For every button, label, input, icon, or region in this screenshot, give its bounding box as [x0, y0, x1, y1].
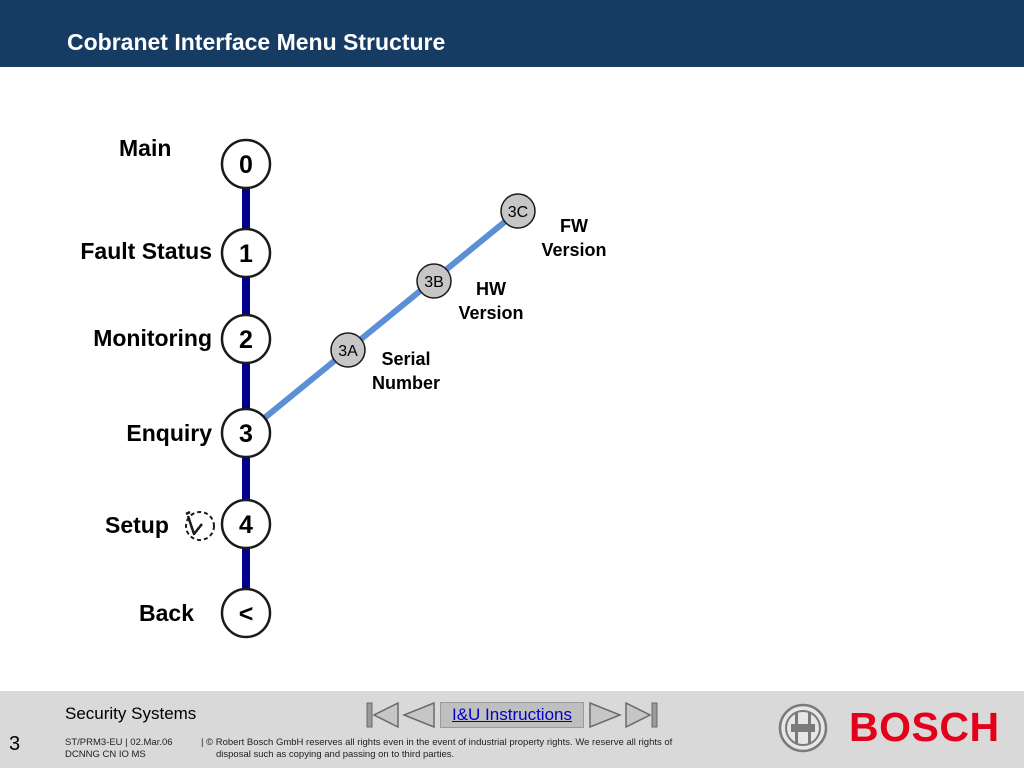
submenu-label-3a-line2: Number [371, 373, 440, 393]
menu-node-2[interactable]: 2 [220, 313, 272, 365]
submenu-node-3b[interactable]: 3B [416, 263, 452, 299]
submenu-label-fw-version: FW Version [533, 214, 615, 262]
footer-bar: Security Systems 3 I&U Instructions ST/P… [0, 691, 1024, 768]
footer-copyright-line2: disposal such as copying and passing on … [216, 749, 455, 760]
previous-slide-icon[interactable] [402, 702, 436, 728]
page-title: Cobranet Interface Menu Structure [67, 29, 446, 55]
page-number: 3 [9, 733, 21, 755]
menu-node-3[interactable]: 3 [220, 407, 272, 459]
bosch-logo: BOSCH [849, 704, 1000, 750]
submenu-node-3a[interactable]: 3A [330, 332, 366, 368]
footer-copyright-line1: | © Robert Bosch GmbH reserves all right… [201, 737, 673, 748]
submenu-node-3c-key: 3C [508, 204, 528, 221]
submenu-label-serial-number: Serial Number [364, 347, 448, 395]
next-slide-icon[interactable] [588, 702, 622, 728]
bosch-emblem-icon [778, 703, 828, 753]
menu-node-0[interactable]: 0 [220, 138, 272, 190]
menu-label-back: Back [139, 600, 194, 626]
menu-node-4-key: 4 [239, 511, 253, 539]
footer-doc-id: ST/PRM3-EU [65, 737, 123, 748]
menu-node-4[interactable]: 4 [220, 498, 272, 550]
last-slide-icon[interactable] [624, 702, 658, 728]
menu-node-back[interactable]: < [220, 587, 272, 639]
iu-instructions-button[interactable]: I&U Instructions [440, 702, 584, 728]
menu-label-enquiry: Enquiry [126, 420, 212, 446]
submenu-node-3a-key: 3A [338, 343, 358, 360]
menu-node-back-key: < [239, 600, 254, 628]
footer-section-title: Security Systems [65, 704, 197, 723]
menu-label-setup: Setup [105, 512, 169, 538]
footer-doc-meta: ST/PRM3-EU | 02.Mar.06 DCNNG CN IO MS [65, 737, 173, 760]
submenu-label-3b-line1: HW [476, 279, 506, 299]
submenu-label-3b-line2: Version [458, 303, 524, 323]
header-bar: Cobranet Interface Menu Structure [0, 0, 1024, 67]
footer-doc-date: 02.Mar.06 [130, 737, 173, 748]
first-slide-icon[interactable] [366, 702, 400, 728]
timer-icon [185, 510, 215, 541]
enquiry-branch-line [260, 208, 520, 423]
menu-label-fault-status: Fault Status [80, 238, 212, 264]
footer-dept: DCNNG CN IO MS [65, 749, 146, 760]
menu-label-monitoring: Monitoring [93, 325, 212, 351]
footer-copyright: | © Robert Bosch GmbH reserves all right… [201, 737, 672, 761]
menu-node-1-key: 1 [239, 240, 253, 268]
menu-structure-diagram: 0 1 2 3 4 < 3A 3B 3C [185, 138, 536, 639]
menu-node-0-key: 0 [239, 151, 253, 179]
submenu-label-3a-line1: Serial [381, 349, 431, 369]
menu-node-2-key: 2 [239, 326, 253, 354]
menu-node-3-key: 3 [239, 420, 253, 448]
submenu-label-hw-version: HW Version [450, 277, 532, 325]
submenu-label-3c-line2: Version [541, 240, 607, 260]
submenu-label-3c-line1: FW [560, 216, 588, 236]
menu-node-1[interactable]: 1 [220, 227, 272, 279]
submenu-node-3c[interactable]: 3C [500, 193, 536, 229]
submenu-node-3b-key: 3B [424, 274, 444, 291]
menu-label-main: Main [119, 135, 172, 161]
